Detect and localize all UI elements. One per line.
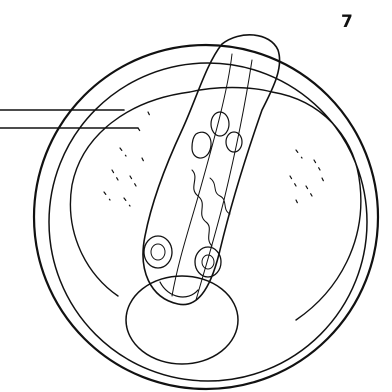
outer-shell-circle bbox=[34, 45, 378, 389]
gut-squiggle-2 bbox=[210, 178, 230, 214]
body-axis-right bbox=[196, 60, 252, 300]
yolk-sac bbox=[126, 276, 238, 364]
tail-pad-left bbox=[144, 236, 172, 268]
organ-upper-2 bbox=[226, 132, 242, 152]
speckle-top bbox=[138, 112, 152, 134]
embryo-body bbox=[143, 35, 280, 305]
tail-pad-left-inner bbox=[151, 244, 165, 260]
tail-tip bbox=[160, 282, 198, 297]
speckle-right bbox=[290, 150, 326, 208]
organ-loop bbox=[192, 132, 211, 158]
figure-number-label: 7 bbox=[341, 14, 353, 31]
speckle-left bbox=[104, 148, 146, 206]
